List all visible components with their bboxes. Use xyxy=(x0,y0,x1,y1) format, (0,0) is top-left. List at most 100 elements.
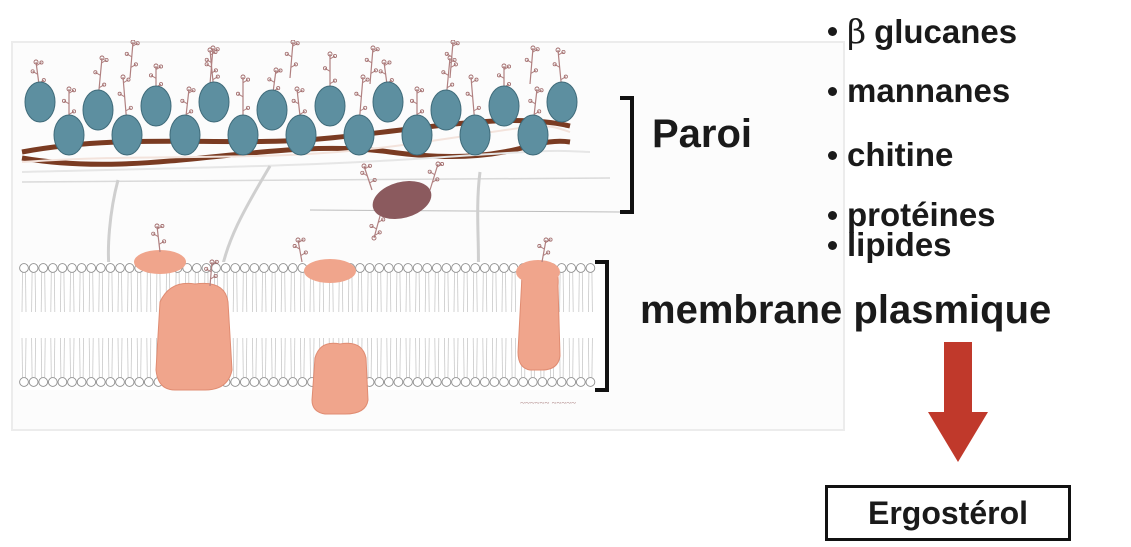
bullet-dot xyxy=(828,241,837,250)
lipid-head xyxy=(288,264,297,273)
lipid-head xyxy=(279,264,288,273)
lipid-head xyxy=(413,264,422,273)
lipid-tail xyxy=(102,272,103,312)
lipid-tail xyxy=(237,272,238,312)
lipid-tail xyxy=(467,272,468,312)
lipid-tail xyxy=(243,338,244,378)
lipid-tail xyxy=(291,272,292,312)
lipid-head xyxy=(356,264,365,273)
lipid-tail xyxy=(108,338,109,378)
lipid-tail xyxy=(588,272,589,312)
lipid-tail xyxy=(256,338,257,378)
lipid-head xyxy=(240,264,249,273)
lipid-tail xyxy=(122,338,123,378)
lipid-tail xyxy=(435,272,436,312)
wall-mannoprotein xyxy=(460,115,490,155)
lipid-tail xyxy=(569,338,570,378)
lipid-head xyxy=(452,264,461,273)
lipid-head xyxy=(96,264,105,273)
lipid-tail xyxy=(438,272,439,312)
lipid-tail xyxy=(573,272,574,312)
lipid-tail xyxy=(281,338,282,378)
lipid-tail xyxy=(64,272,65,312)
lipid-head xyxy=(106,378,115,387)
lipid-head xyxy=(365,264,374,273)
lipid-tail xyxy=(141,338,142,378)
lipid-tail xyxy=(429,338,430,378)
lipid-head xyxy=(490,378,499,387)
lipid-tail xyxy=(592,338,593,378)
lipid-tail xyxy=(358,272,359,312)
lipid-tail xyxy=(112,338,113,378)
lipid-head xyxy=(480,378,489,387)
lipid-head xyxy=(58,264,67,273)
lipid-head xyxy=(423,264,432,273)
wall-mannoprotein xyxy=(25,82,55,122)
lipid-tail xyxy=(387,272,388,312)
lipid-tail xyxy=(246,272,247,312)
wall-mannoprotein xyxy=(315,86,345,126)
lipid-tail xyxy=(496,338,497,378)
lipid-tail xyxy=(99,272,100,312)
lipid-tail xyxy=(60,272,61,312)
component-item: lipides xyxy=(828,226,952,264)
wall-mannoprotein xyxy=(344,115,374,155)
lipid-tail xyxy=(89,338,90,378)
lipid-tail xyxy=(118,272,119,312)
lipid-tail xyxy=(419,272,420,312)
wall-mannoprotein xyxy=(257,90,287,130)
lipid-tail xyxy=(41,338,42,378)
lipid-tail xyxy=(147,338,148,378)
lipid-tail xyxy=(150,272,151,312)
lipid-tail xyxy=(477,338,478,378)
lipid-tail xyxy=(458,272,459,312)
wall-mannoprotein xyxy=(170,115,200,155)
wall-mannoprotein xyxy=(112,115,142,155)
lipid-tail xyxy=(70,272,71,312)
wall-mannoprotein xyxy=(373,82,403,122)
lipid-tail xyxy=(381,272,382,312)
lipid-tail xyxy=(492,338,493,378)
lipid-tail xyxy=(128,272,129,312)
lipid-head xyxy=(442,264,451,273)
wall-mannoprotein xyxy=(199,82,229,122)
lipid-tail xyxy=(419,338,420,378)
bullet-dot xyxy=(828,87,837,96)
lipid-head xyxy=(375,264,384,273)
lipid-tail xyxy=(262,338,263,378)
lipid-tail xyxy=(473,338,474,378)
lipid-tail xyxy=(467,338,468,378)
lipid-tail xyxy=(454,338,455,378)
lipid-tail xyxy=(300,338,301,378)
lipid-head xyxy=(298,378,307,387)
arrow-head xyxy=(928,412,988,462)
lipid-tail xyxy=(262,272,263,312)
lipid-tail xyxy=(435,338,436,378)
ergosterol-label: Ergostérol xyxy=(868,495,1028,532)
lipid-head xyxy=(29,378,38,387)
component-item: β glucanes xyxy=(828,12,1017,51)
lipid-head xyxy=(231,264,240,273)
lipid-head xyxy=(192,264,201,273)
lipid-tail xyxy=(592,272,593,312)
lipid-tail xyxy=(26,338,27,378)
lipid-tail xyxy=(444,272,445,312)
wall-mannoprotein xyxy=(83,90,113,130)
lipid-tail xyxy=(252,338,253,378)
lipid-head xyxy=(509,378,518,387)
wall-mannoprotein xyxy=(402,115,432,155)
transmembrane-protein xyxy=(156,283,232,390)
lipid-tail xyxy=(118,338,119,378)
lipid-tail xyxy=(483,272,484,312)
lipid-tail xyxy=(310,338,311,378)
lipid-tail xyxy=(281,272,282,312)
lipid-tail xyxy=(70,338,71,378)
lipid-head xyxy=(250,378,259,387)
component-text: mannanes xyxy=(847,72,1010,110)
lipid-head xyxy=(452,378,461,387)
wall-mannoprotein xyxy=(547,82,577,122)
lipid-tail xyxy=(560,272,561,312)
image-credit-smudge: ~~~~~~ ~~~~~ xyxy=(520,398,576,408)
lipid-tail xyxy=(294,272,295,312)
lipid-head xyxy=(375,378,384,387)
